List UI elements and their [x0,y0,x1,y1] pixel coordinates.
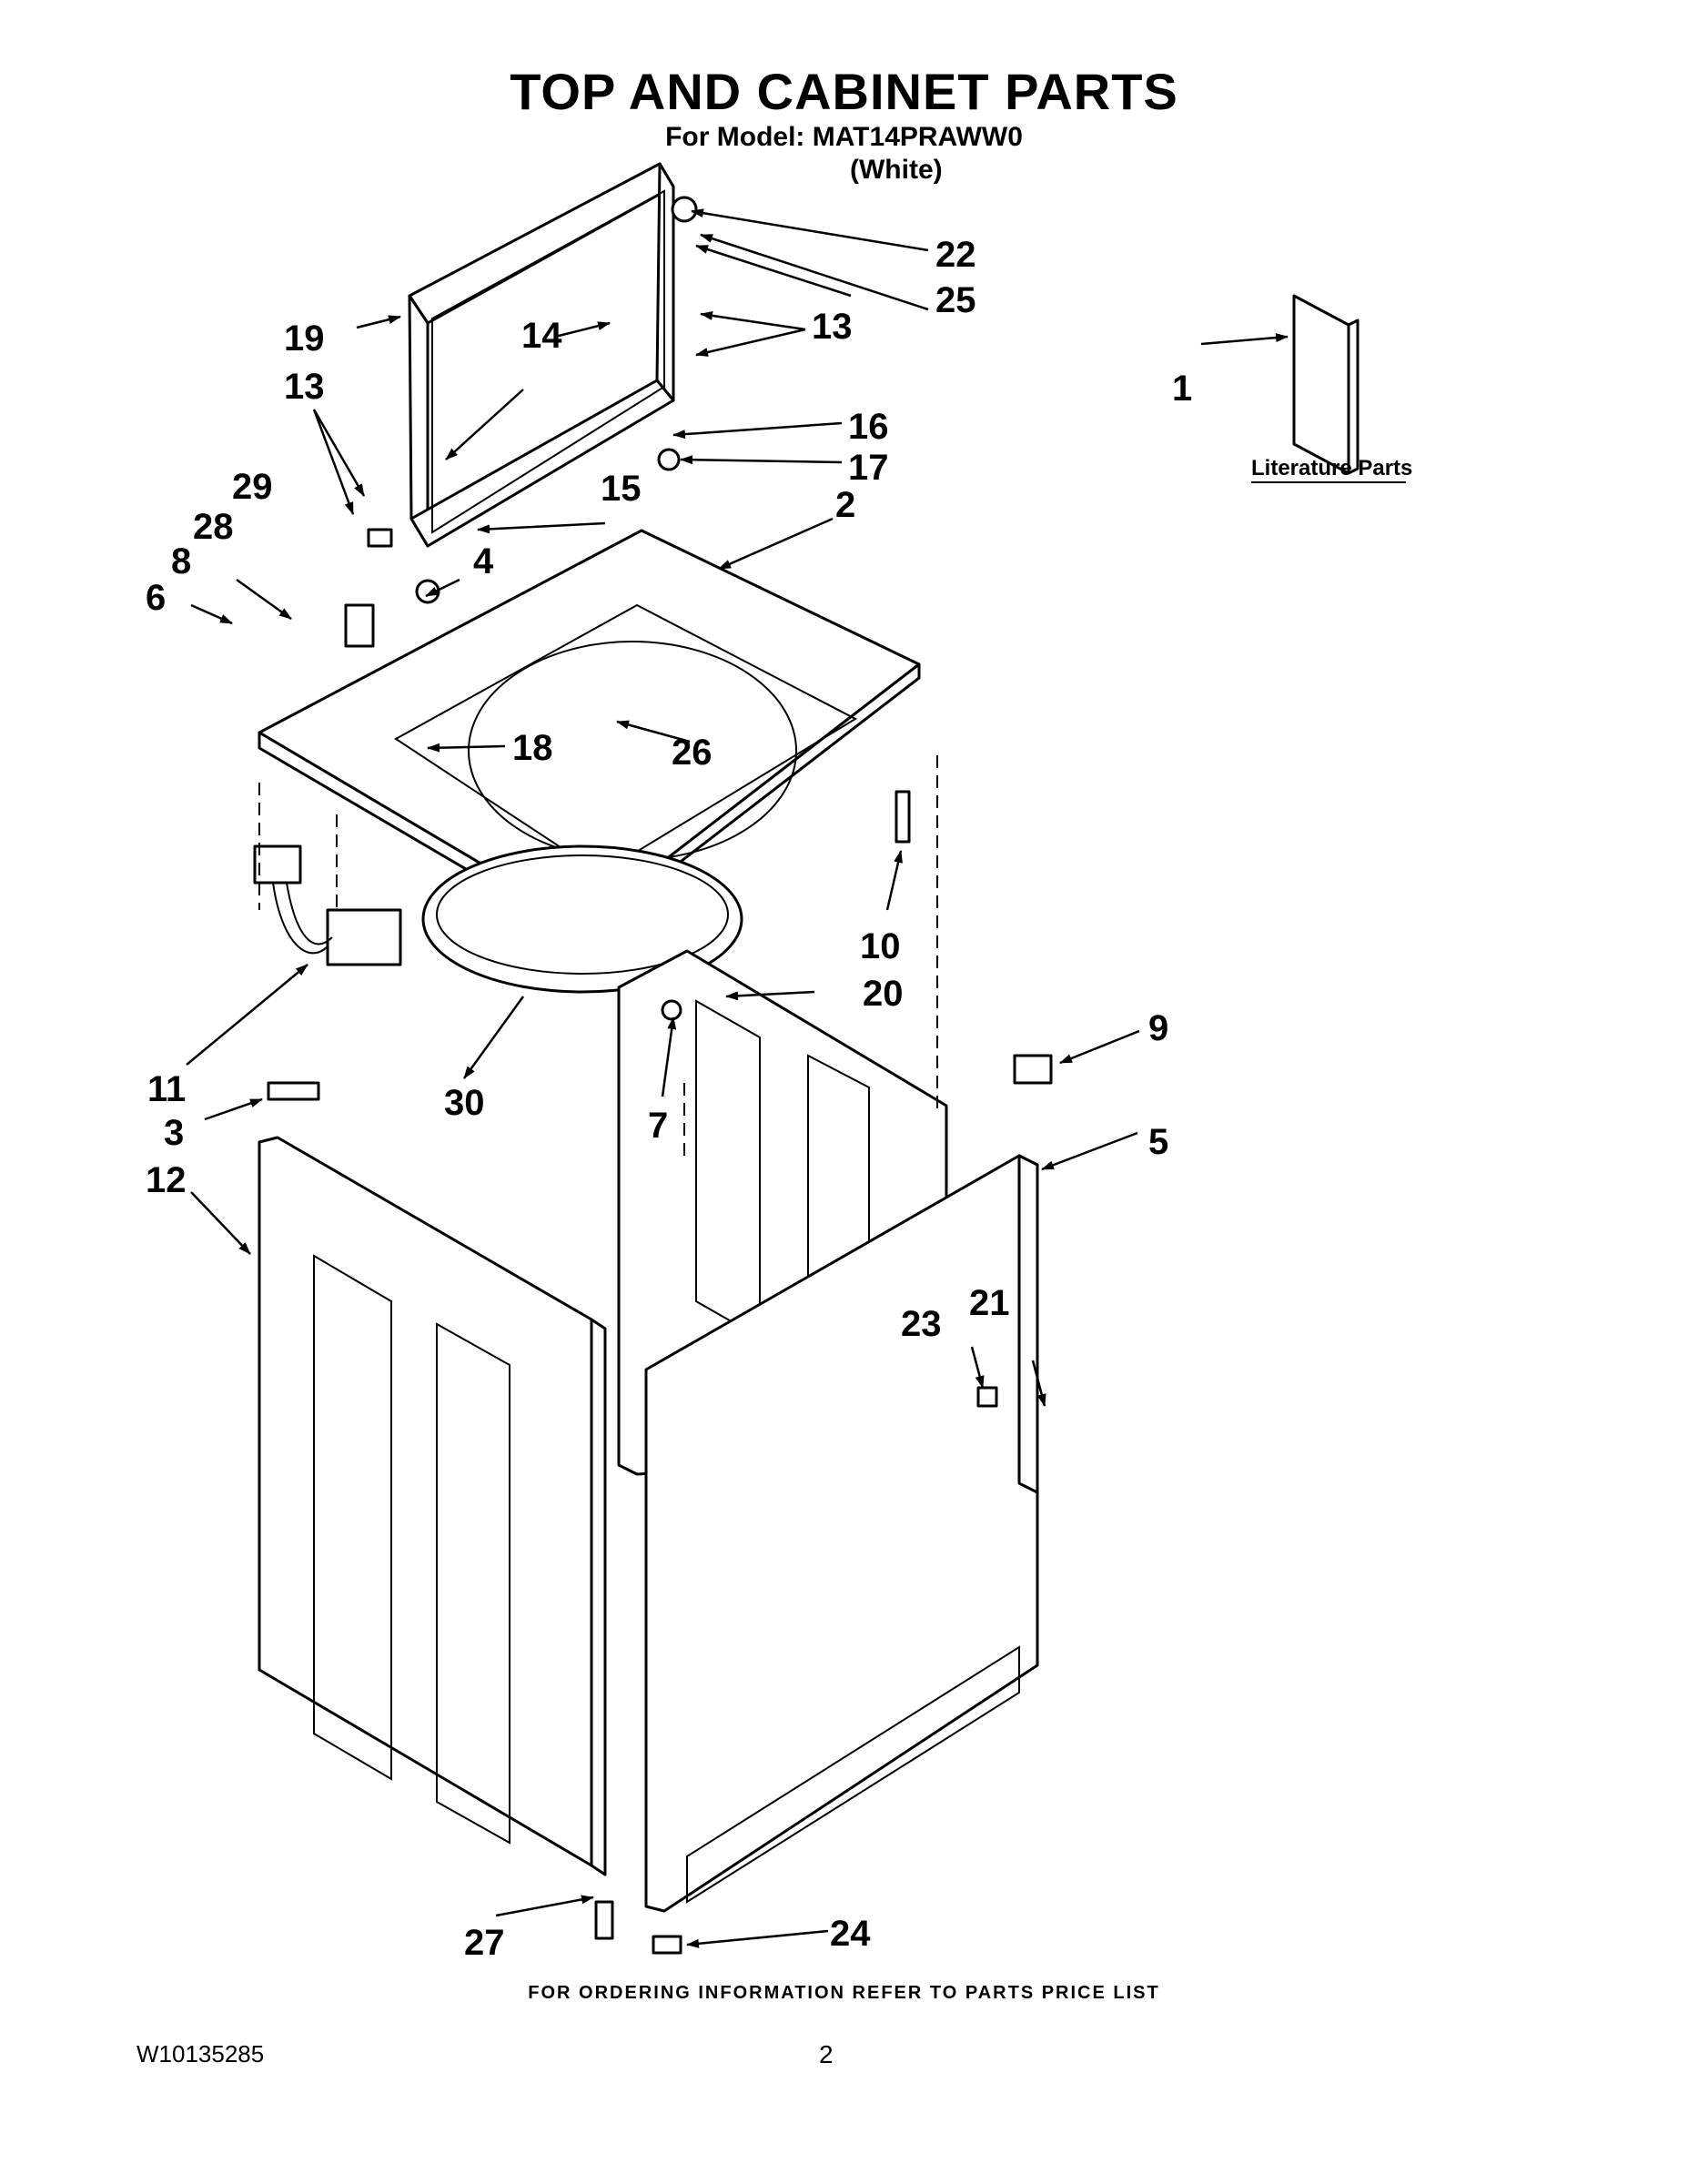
callout-8: 8 [171,541,191,581]
model-line: For Model: MAT14PRAWW0 [665,122,1023,152]
callout-22: 22 [935,235,976,275]
tub-ring [421,844,743,994]
page-title: TOP AND CABINET PARTS [510,63,1178,120]
hardware-parts [267,196,1053,1955]
callout-17: 17 [848,448,889,488]
callout-arrows [186,208,1289,1948]
page-number: 2 [819,2040,834,2068]
callout-21: 21 [969,1283,1010,1323]
literature-booklet [1292,294,1359,475]
callout-7: 7 [648,1106,668,1146]
callout-1: 1 [1172,369,1192,409]
callout-13-left: 13 [284,367,325,407]
callout-30: 30 [444,1083,485,1123]
callout-2: 2 [835,485,855,525]
callout-14: 14 [521,316,562,356]
callout-26: 26 [672,733,713,773]
lid-frame [408,162,675,548]
cabinet-front-panel [258,1136,607,1876]
callout-3: 3 [164,1113,184,1153]
callout-labels: 1 2 3 4 5 6 7 8 9 10 11 12 13 13 14 15 1… [146,235,1192,1963]
callout-5: 5 [1148,1122,1168,1162]
callout-12: 12 [146,1160,187,1200]
callout-11: 11 [147,1069,186,1109]
callout-13-right: 13 [812,307,853,347]
callout-28: 28 [193,507,234,547]
callout-24: 24 [830,1914,871,1954]
callout-4: 4 [473,541,494,581]
literature-parts-label: Literature Parts [1251,456,1412,480]
callout-29: 29 [232,467,273,507]
ordering-note: FOR ORDERING INFORMATION REFER TO PARTS … [528,1983,1160,2003]
callout-23: 23 [901,1304,942,1344]
callout-18: 18 [512,728,553,768]
callout-9: 9 [1148,1008,1168,1048]
cabinet-side-panel [644,1154,1039,1913]
lid-switch-assembly [253,844,402,966]
document-number: W10135285 [136,2040,265,2068]
color-line: (White) [850,155,943,185]
callout-25: 25 [935,280,976,320]
callout-19: 19 [284,318,325,359]
callout-10: 10 [860,926,901,966]
callout-20: 20 [863,974,904,1014]
callout-27: 27 [464,1923,505,1963]
callout-15: 15 [601,469,642,509]
callout-16: 16 [848,407,889,447]
callout-6: 6 [146,578,166,618]
